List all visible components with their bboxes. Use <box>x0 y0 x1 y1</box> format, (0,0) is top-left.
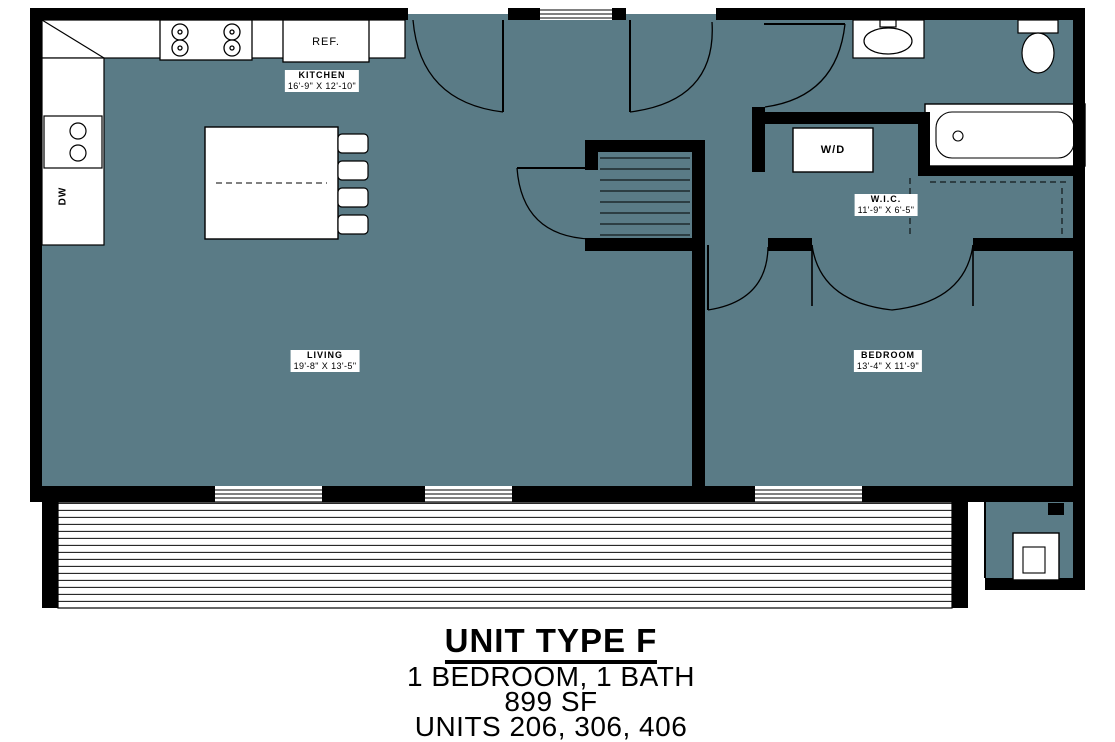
balcony-slider-window-2 <box>425 486 512 502</box>
living-label: LIVING 19'-8" X 13'-5" <box>290 350 360 372</box>
dishwasher-label: DW <box>57 186 69 206</box>
hall-door <box>516 167 591 240</box>
toilet-icon <box>1017 19 1059 74</box>
kitchen-dimensions: 16'-9" X 12'-10" <box>287 81 357 91</box>
entry-door-right <box>629 20 713 113</box>
bedroom-label: BEDROOM 13'-4" X 11'-9" <box>853 350 923 372</box>
kitchen-name: KITCHEN <box>298 70 346 80</box>
wic-name: W.I.C. <box>870 194 902 204</box>
wic-dimensions: 11'-9" X 6'-5" <box>857 205 915 215</box>
mechanical-unit-icon <box>1012 532 1060 581</box>
title-block: UNIT TYPE F 1 BEDROOM, 1 BATH 899 SF UNI… <box>396 623 706 742</box>
kitchen-island <box>204 126 339 240</box>
kitchen-sink-icon <box>43 115 103 169</box>
top-window <box>540 8 612 20</box>
bedroom-door <box>707 245 769 311</box>
wic-double-doors <box>811 244 974 311</box>
living-dimensions: 19'-8" X 13'-5" <box>293 361 357 371</box>
bar-stools <box>337 133 369 235</box>
unit-type-title: UNIT TYPE F <box>444 623 658 664</box>
bedroom-dimensions: 13'-4" X 11'-9" <box>856 361 920 371</box>
living-name: LIVING <box>306 350 344 360</box>
panel-icon <box>1048 503 1064 515</box>
entry-door-left <box>412 19 504 113</box>
closet-rod-lines <box>909 178 1066 234</box>
wic-label: W.I.C. 11'-9" X 6'-5" <box>854 194 918 216</box>
refrigerator-label: REF. <box>312 36 340 48</box>
unit-configuration: 1 BEDROOM, 1 BATH <box>406 660 696 692</box>
balcony-deck <box>42 501 968 609</box>
windows <box>215 8 862 502</box>
doors <box>412 19 974 311</box>
refrigerator-icon <box>282 19 370 63</box>
bathtub-icon <box>924 103 1086 167</box>
utility-room <box>984 502 1064 581</box>
walls <box>30 8 1085 590</box>
bathroom-door <box>764 23 846 108</box>
closet-shelves <box>600 157 690 236</box>
washer-dryer-icon <box>792 127 874 173</box>
bedroom-name: BEDROOM <box>860 350 915 360</box>
kitchen-label: KITCHEN 16'-9" X 12'-10" <box>284 70 360 92</box>
bathroom-vanity-icon <box>852 19 925 59</box>
bedroom-window <box>755 486 862 502</box>
range-stove-icon <box>159 19 253 61</box>
washer-dryer-label: W/D <box>820 144 846 156</box>
balcony-slider-window-1 <box>215 486 322 502</box>
unit-numbers: UNITS 206, 306, 406 <box>414 710 688 742</box>
unit-area: 899 SF <box>504 685 598 717</box>
